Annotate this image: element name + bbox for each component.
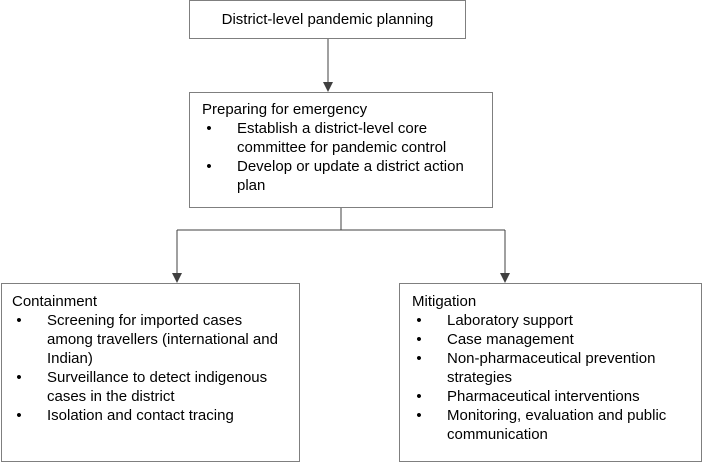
- list-item: • Monitoring, evaluation and public commu…: [412, 406, 691, 444]
- list-item: • Non-pharmaceutical prevention strategie…: [412, 349, 691, 387]
- list-item: • Surveillance to detect indigenous cases…: [12, 368, 289, 406]
- preparing-for-emergency-box: Preparing for emergency • Establish a dis…: [189, 92, 493, 208]
- bullet-icon: •: [16, 312, 22, 329]
- bullet-icon: •: [206, 158, 212, 175]
- mitigation-title: Mitigation: [412, 293, 477, 310]
- bullet-icon: •: [416, 331, 422, 348]
- item-text: Case management: [447, 331, 574, 348]
- list-item: • Case management: [412, 330, 691, 349]
- list-item: • Establish a district-level core committ…: [202, 119, 480, 157]
- preparing-title: Preparing for emergency: [202, 101, 368, 118]
- list-item: • Isolation and contact tracing: [12, 406, 289, 425]
- item-text: Isolation and contact tracing: [47, 407, 234, 424]
- bullet-icon: •: [206, 120, 212, 137]
- containment-list: • Screening for imported cases among trav…: [12, 311, 289, 425]
- bullet-icon: •: [416, 350, 422, 367]
- list-item: • Screening for imported cases among trav…: [12, 311, 289, 368]
- containment-title: Containment: [12, 293, 98, 310]
- item-text: Pharmaceutical interventions: [447, 388, 640, 405]
- item-text: Screening for imported cases among trave…: [47, 312, 278, 367]
- bullet-icon: •: [16, 407, 22, 424]
- item-text: Develop or update a district action plan: [237, 158, 464, 194]
- list-item: • Develop or update a district action pla…: [202, 157, 480, 195]
- mitigation-box: Mitigation • Laboratory support • Case man…: [399, 283, 702, 462]
- item-text: Establish a district-level core committe…: [237, 120, 447, 156]
- bullet-icon: •: [416, 388, 422, 405]
- item-text: Monitoring, evaluation and public commun…: [447, 407, 667, 443]
- containment-box: Containment • Screening for imported case…: [1, 283, 300, 462]
- list-item: • Pharmaceutical interventions: [412, 387, 691, 406]
- list-item: • Laboratory support: [412, 311, 691, 330]
- bullet-icon: •: [416, 312, 422, 329]
- district-planning-title: District-level pandemic planning: [221, 11, 434, 28]
- district-planning-box: District-level pandemic planning: [189, 0, 466, 39]
- preparing-list: • Establish a district-level core committ…: [202, 119, 480, 195]
- item-text: Laboratory support: [447, 312, 573, 329]
- bullet-icon: •: [416, 407, 422, 424]
- bullet-icon: •: [16, 369, 22, 386]
- item-text: Non-pharmaceutical prevention strategies: [447, 350, 656, 386]
- item-text: Surveillance to detect indigenous cases …: [47, 369, 268, 405]
- mitigation-list: • Laboratory support • Case management • No…: [412, 311, 691, 444]
